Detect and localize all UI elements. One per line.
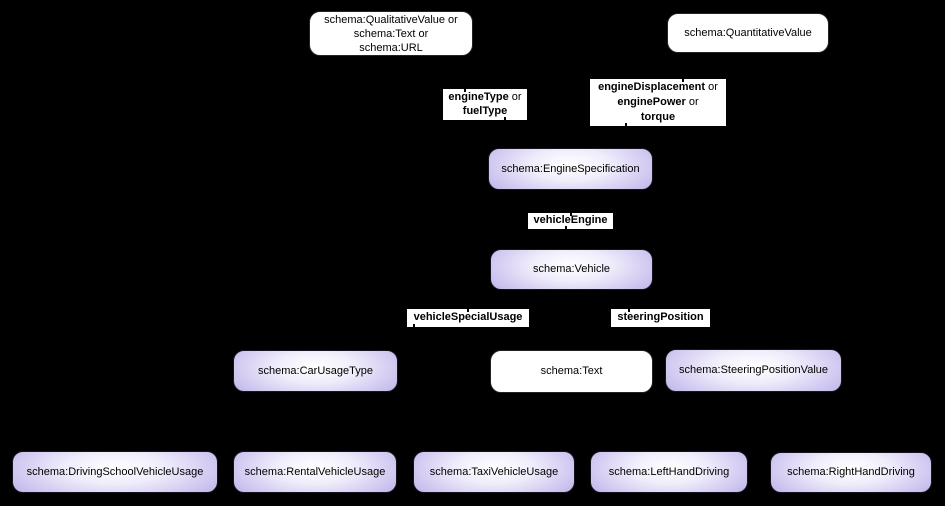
node-label: schema:RentalVehicleUsage — [244, 465, 386, 478]
node-driving-school-vehicle-usage: schema:DrivingSchoolVehicleUsage — [12, 451, 218, 493]
node-text: schema:Text — [490, 350, 653, 393]
node-quantitative-value: schema:QuantitativeValue — [667, 13, 829, 53]
edge-label-steering-position: steeringPosition — [611, 309, 710, 327]
node-left-hand-driving: schema:LeftHandDriving — [590, 451, 748, 493]
edge-line-tick — [569, 213, 572, 216]
node-label: schema:Text — [540, 365, 603, 377]
node-engine-specification: schema:EngineSpecification — [488, 148, 653, 190]
edge-label-line: engineType or — [448, 91, 522, 103]
edge-label-vehicle-engine: vehicleEngine — [528, 213, 613, 229]
node-label: schema:CarUsageType — [258, 364, 373, 377]
node-steering-position-value: schema:SteeringPositionValue — [665, 349, 842, 392]
node-label-line: schema:Text or — [353, 27, 429, 40]
node-label: schema:QuantitativeValue — [684, 26, 812, 39]
node-qualitative-value: schema:QualitativeValue or schema:Text o… — [309, 11, 473, 56]
edge-label-engine-measures: engineDisplacement or enginePower or tor… — [590, 79, 726, 126]
node-label-line: schema:URL — [359, 41, 423, 54]
node-rental-vehicle-usage: schema:RentalVehicleUsage — [233, 451, 397, 493]
edge-label-vehicle-special-usage: vehicleSpecialUsage — [407, 309, 529, 327]
node-label: schema:Vehicle — [532, 263, 611, 275]
node-label: schema:LeftHandDriving — [608, 465, 730, 478]
edge-label-line: torque — [640, 111, 676, 123]
node-car-usage-type: schema:CarUsageType — [233, 350, 398, 392]
edge-line-tick — [564, 226, 567, 229]
node-taxi-vehicle-usage: schema:TaxiVehicleUsage — [413, 451, 575, 493]
edge-label-line: engineDisplacement or — [598, 81, 718, 93]
edge-line-tick — [464, 89, 466, 92]
node-label-line: schema:QualitativeValue or — [324, 13, 458, 26]
node-right-hand-driving: schema:RightHandDriving — [770, 452, 932, 493]
edge-line-tick — [625, 123, 628, 126]
node-label: schema:EngineSpecification — [501, 162, 640, 175]
edge-label-line: enginePower or — [617, 96, 699, 108]
edge-line-tick — [413, 324, 416, 327]
edge-line-tick — [466, 309, 469, 312]
edge-line-tick — [682, 79, 685, 82]
edge-label-line: fuelType — [462, 105, 508, 117]
node-vehicle: schema:Vehicle — [490, 249, 653, 290]
node-label: schema:TaxiVehicleUsage — [429, 465, 559, 478]
edge-line-tick — [627, 309, 630, 312]
node-label: schema:DrivingSchoolVehicleUsage — [26, 465, 204, 478]
node-label: schema:SteeringPositionValue — [679, 364, 828, 376]
edge-label-engine-type-fuel-type: engineType or fuelType — [443, 89, 527, 120]
edge-line-tick — [504, 117, 507, 120]
node-label: schema:RightHandDriving — [787, 466, 915, 478]
